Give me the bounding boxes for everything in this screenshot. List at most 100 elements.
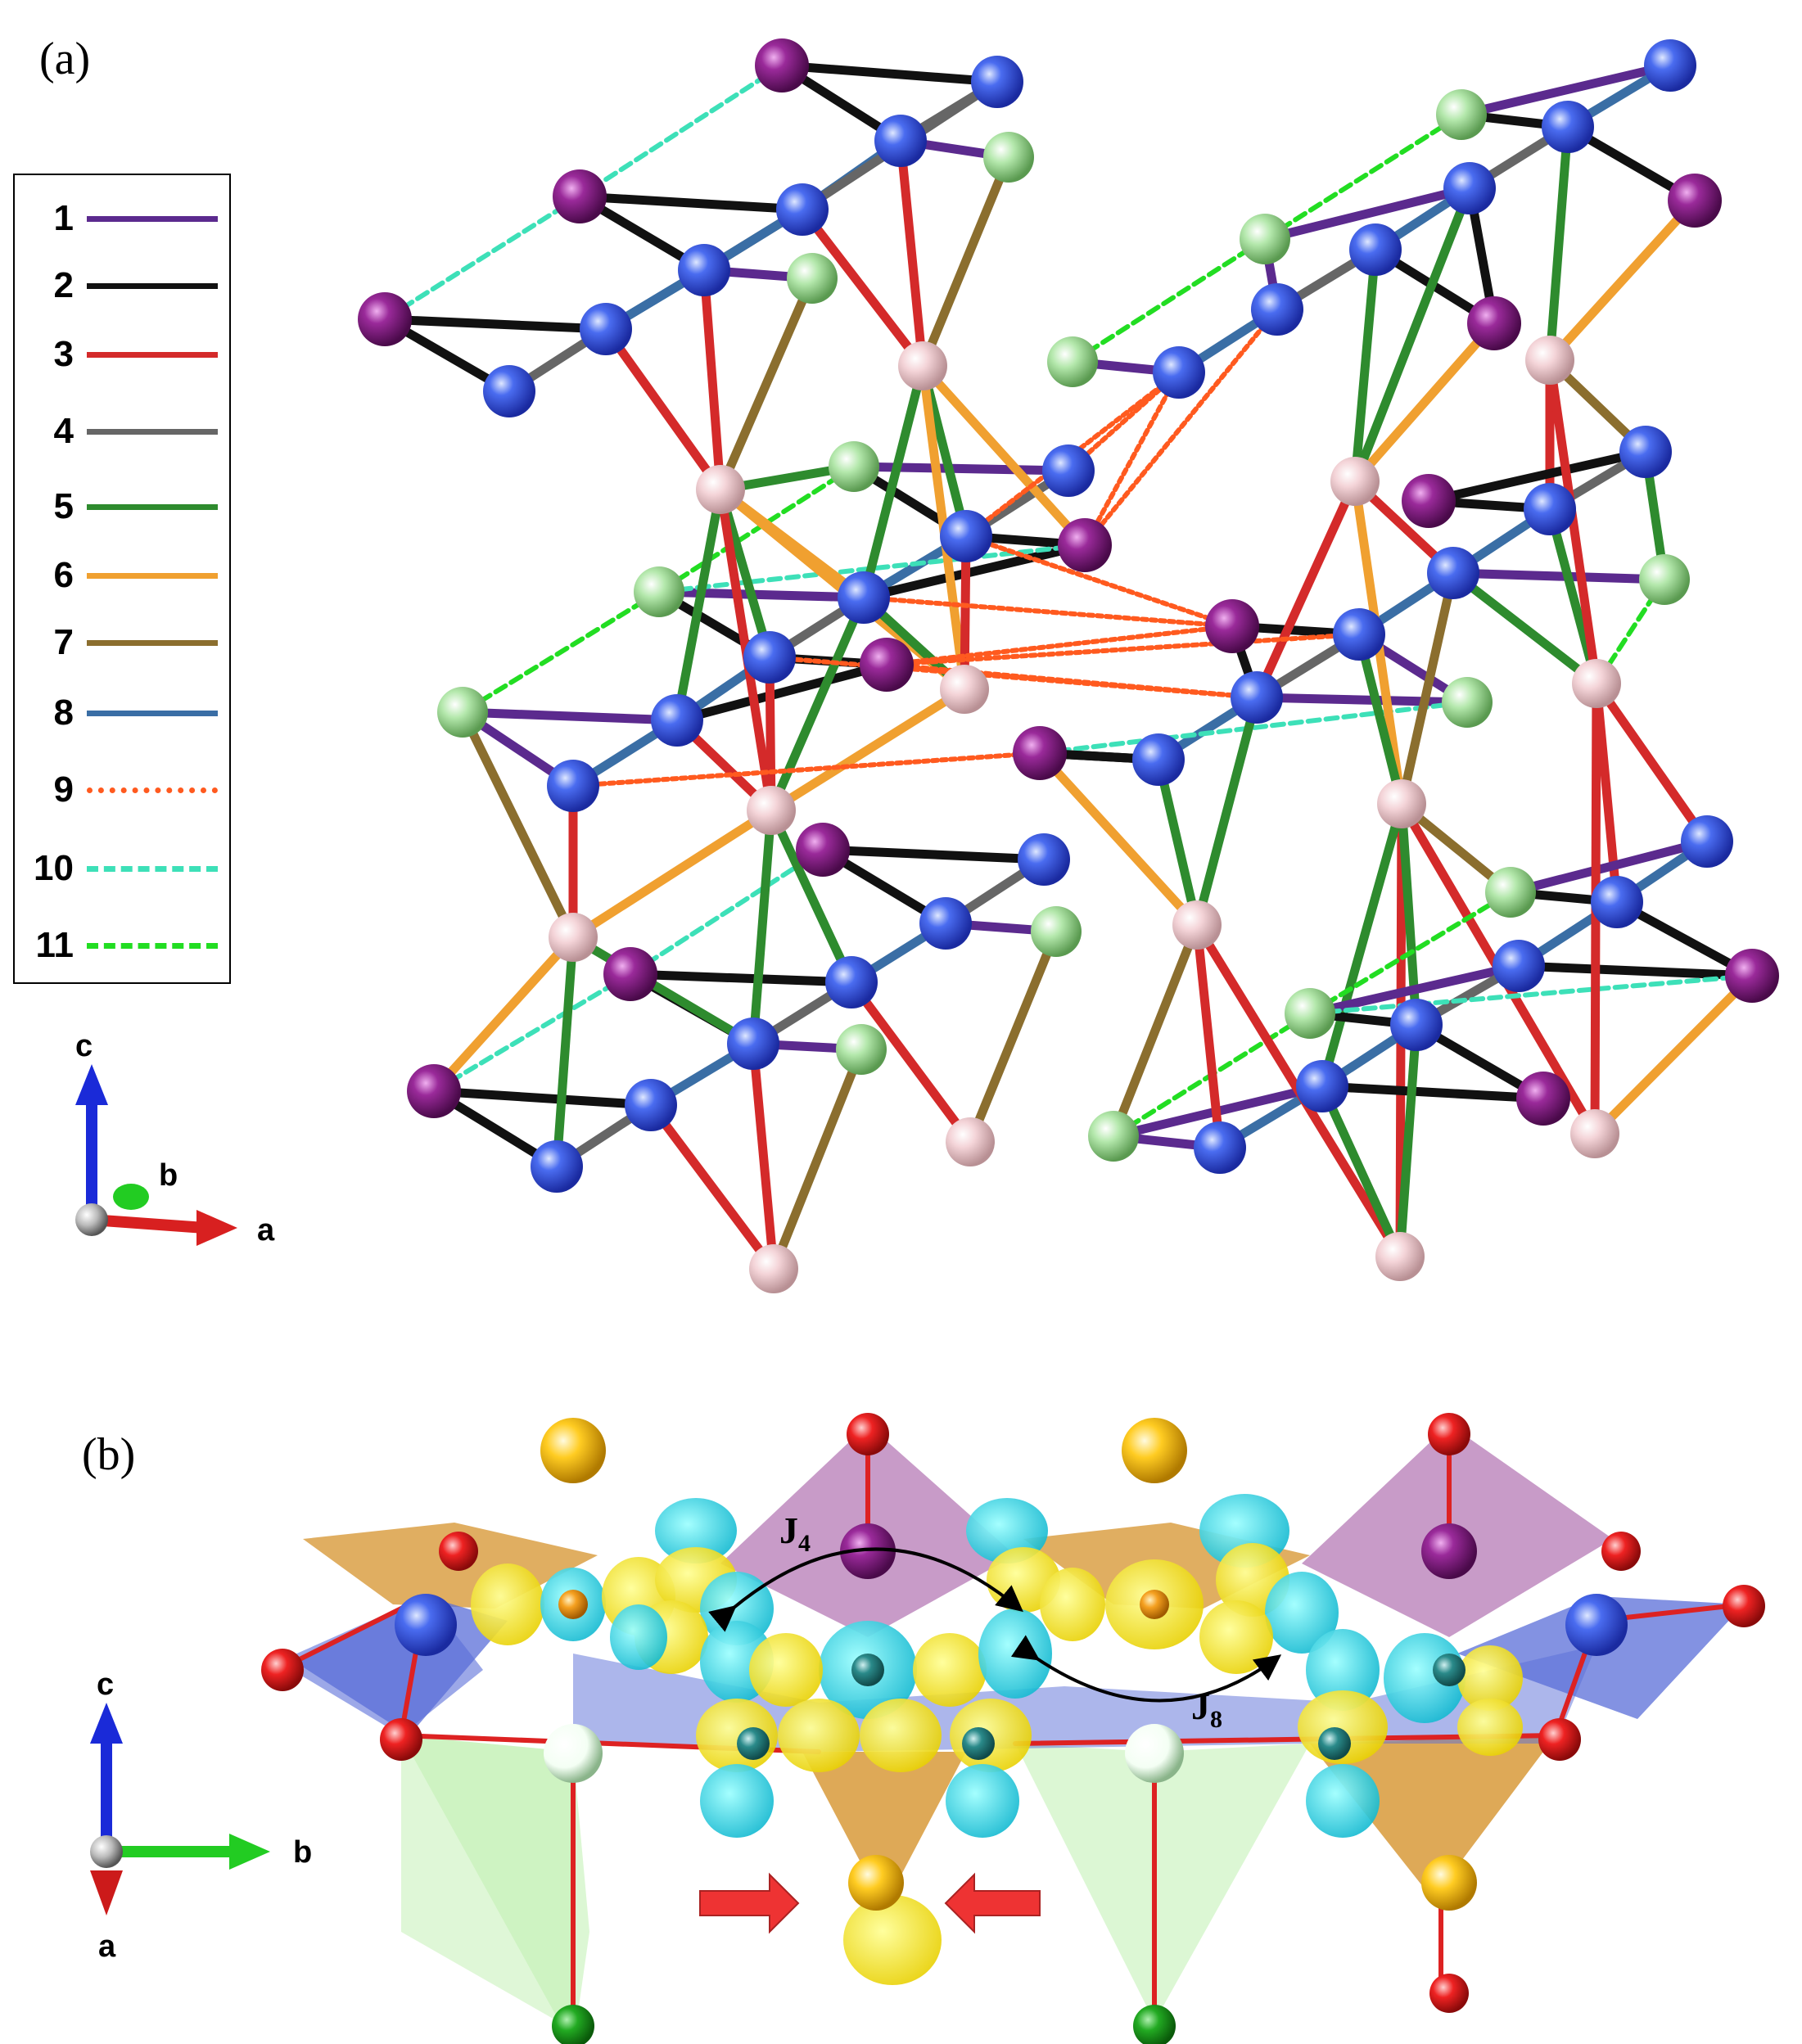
green-atom xyxy=(1285,988,1335,1039)
white-atom xyxy=(1125,1724,1184,1783)
legend-item-10: 10 xyxy=(15,843,229,892)
bond-3 xyxy=(1252,476,1360,702)
bond-11 xyxy=(460,589,662,715)
bond-3 xyxy=(1592,679,1712,846)
pink-atom xyxy=(749,1244,798,1293)
bond-1 xyxy=(1260,183,1475,244)
green-atom xyxy=(983,132,1034,183)
bond-2 xyxy=(575,192,807,214)
bond-1 xyxy=(1305,961,1524,1018)
blue-atom xyxy=(531,1140,583,1193)
purple-atom xyxy=(796,823,850,877)
pink-atom xyxy=(696,465,745,514)
orange-tetrahedron xyxy=(802,1752,966,1907)
blue-atom xyxy=(1251,283,1303,336)
bond-5 xyxy=(1350,183,1475,486)
bond-1 xyxy=(1448,568,1669,584)
legend-item-4: 4 xyxy=(15,406,229,455)
axis-origin-icon xyxy=(75,1203,108,1236)
b-axis-label: b xyxy=(159,1158,178,1193)
legend-number: 2 xyxy=(53,265,74,305)
c-axis-label: c xyxy=(97,1667,114,1702)
pink-atom xyxy=(549,913,598,962)
legend-item-9: 9 xyxy=(15,765,229,814)
bond-5 xyxy=(1448,568,1601,688)
purple-atom xyxy=(1421,1523,1477,1579)
blue-atom xyxy=(1296,1060,1348,1112)
panel-b-structure: J4 J8 xyxy=(261,1413,1765,2044)
bond-5 xyxy=(1545,122,1573,365)
blue-atom xyxy=(825,956,878,1008)
bond-2 xyxy=(777,61,1002,87)
bond-5 xyxy=(766,805,856,987)
legend-line-swatch xyxy=(87,216,218,222)
bond-7 xyxy=(1397,568,1458,809)
pink-atom xyxy=(1525,336,1574,385)
bond-5 xyxy=(1317,1081,1405,1261)
bond-6 xyxy=(716,485,869,602)
blue-atom xyxy=(547,760,599,812)
blue-atom xyxy=(1194,1121,1246,1174)
legend-item-1: 1 xyxy=(15,193,229,242)
oxygen-atom xyxy=(1723,1585,1765,1627)
pink-atom xyxy=(946,1117,995,1166)
bond-2 xyxy=(429,1086,656,1110)
green-atom xyxy=(634,566,684,617)
legend-line-swatch xyxy=(87,640,218,646)
blue-atom xyxy=(1524,483,1576,535)
blue-atom xyxy=(1153,346,1205,399)
bond-9 xyxy=(571,751,1042,788)
bond-6 xyxy=(1350,318,1499,486)
blue-atom xyxy=(1018,833,1070,886)
bond-6 xyxy=(918,361,1090,550)
b-axis-arrow-icon xyxy=(113,1184,149,1210)
legend-line-swatch xyxy=(87,866,218,872)
bond-5 xyxy=(748,805,776,1049)
blue-atom xyxy=(1042,444,1095,497)
bond-6 xyxy=(766,684,969,815)
pink-atom xyxy=(1570,1109,1619,1158)
bond-9 xyxy=(1082,307,1280,548)
purple-atom xyxy=(1058,518,1112,572)
oxygen-atom xyxy=(261,1649,304,1691)
bond-10 xyxy=(382,194,582,322)
green-atom xyxy=(1639,554,1690,605)
legend-item-6: 6 xyxy=(15,550,229,599)
legend-line-swatch xyxy=(87,504,218,510)
legend-number: 7 xyxy=(53,622,74,662)
bond-11 xyxy=(1307,890,1513,1016)
bond-10 xyxy=(431,972,633,1094)
green-atom xyxy=(787,253,838,304)
pink-atom xyxy=(1172,900,1222,950)
yellow-atom xyxy=(1421,1855,1477,1911)
bond-6 xyxy=(1545,196,1700,365)
bond-6 xyxy=(1590,971,1757,1139)
a-axis-label: a xyxy=(98,1929,116,1964)
green-atom xyxy=(437,687,488,738)
legend-line-swatch xyxy=(87,283,218,289)
legend-item-11: 11 xyxy=(15,920,229,969)
legend-line-swatch xyxy=(87,943,218,949)
bond-9 xyxy=(767,655,1259,700)
a-axis-arrow-icon xyxy=(90,1870,123,1915)
bond-3 xyxy=(896,136,928,371)
pink-atom xyxy=(1330,457,1380,506)
orange-tetrahedron xyxy=(1310,1735,1556,1899)
legend-number: 5 xyxy=(53,486,74,526)
bond-11 xyxy=(1262,112,1464,241)
bond-7 xyxy=(1109,920,1202,1141)
green-atom xyxy=(1088,1111,1139,1162)
bond-3 xyxy=(797,205,928,371)
bond-1 xyxy=(654,587,869,602)
yellow-atom xyxy=(848,1855,904,1911)
orange-atom xyxy=(558,1590,588,1619)
legend-item-7: 7 xyxy=(15,617,229,666)
axis-indicator-a: c b a xyxy=(75,1029,275,1248)
legend-line-swatch xyxy=(87,787,218,793)
bond-7 xyxy=(769,1045,866,1274)
blue-atom xyxy=(395,1594,457,1656)
bond-5 xyxy=(1317,799,1407,1091)
purple-atom xyxy=(407,1064,461,1118)
bond-1 xyxy=(1457,61,1675,120)
